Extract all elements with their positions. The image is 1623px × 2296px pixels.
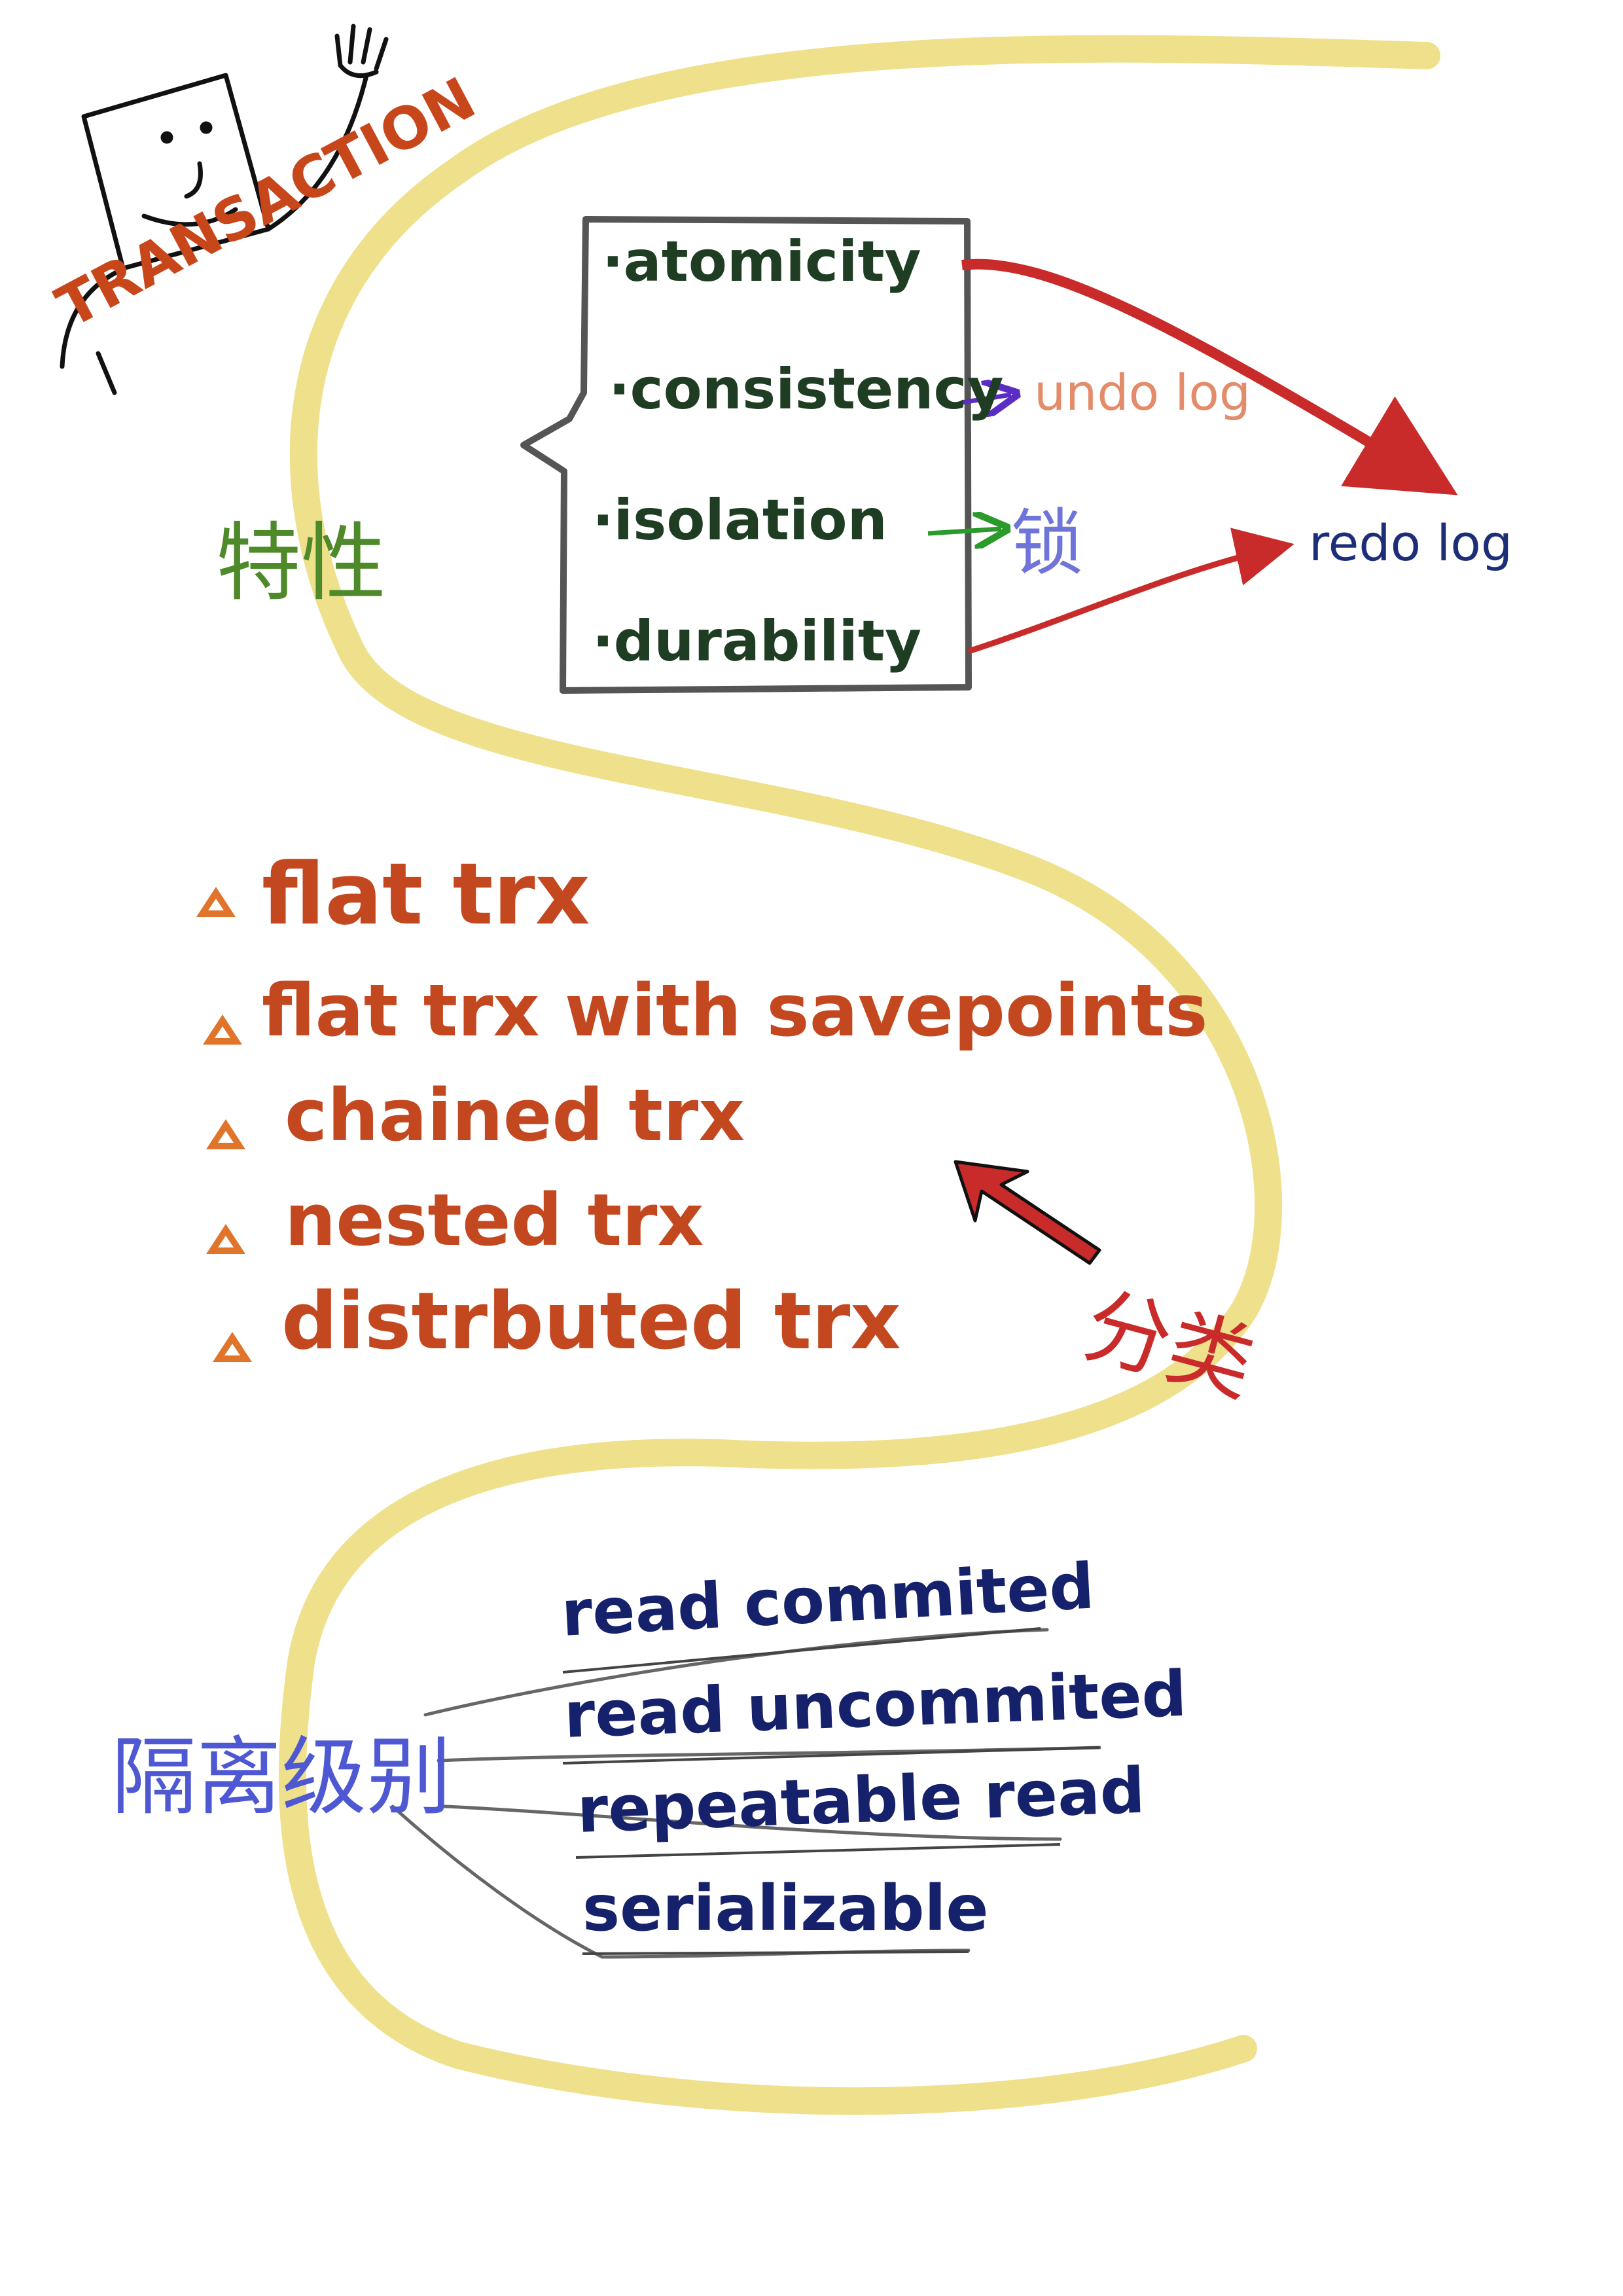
triangle-bullet-icon	[206, 1224, 245, 1254]
durability-to-redo-arrow	[967, 528, 1294, 655]
classification-item-chained: chained trx	[285, 1073, 745, 1157]
undo-log-label: undo log	[1034, 363, 1251, 422]
consistency-to-undo-arrow	[961, 395, 1011, 403]
waving-figure-icon	[60, 24, 389, 395]
yellow-s-path	[278, 35, 1440, 2115]
classification-item-savepoints: flat trx with savepoints	[262, 969, 1208, 1052]
isolation-underlines	[562, 1627, 1100, 1955]
property-isolation: ·isolation	[592, 488, 887, 553]
classification-arrow-icon	[954, 1160, 1101, 1265]
classification-item-flat: flat trx	[262, 844, 590, 944]
bullet-dot: ·	[602, 229, 624, 295]
triangle-bullet-icon	[203, 1014, 242, 1045]
lock-label: 锁	[1011, 501, 1083, 585]
redo-log-label: redo log	[1309, 514, 1513, 572]
bullet-dot: ·	[592, 609, 614, 674]
isolation-to-lock-arrow	[927, 529, 1001, 533]
triangle-bullet-icon	[206, 1119, 245, 1149]
classification-item-nested: nested trx	[285, 1178, 704, 1262]
triangle-bullet-icon	[213, 1332, 252, 1362]
bullet-dot: ·	[592, 488, 614, 553]
properties-bracket	[520, 216, 972, 694]
triangle-bullet-icon	[196, 887, 236, 917]
property-consistency: ·consistency	[609, 357, 1004, 422]
property-durability: ·durability	[592, 609, 922, 674]
isolation-item-serializable: serializable	[582, 1872, 989, 1945]
atomicity-to-redo-arrow	[961, 259, 1458, 495]
isolation-levels-label: 隔离级别	[111, 1727, 452, 1827]
properties-label: 特性	[216, 513, 387, 613]
property-atomicity: ·atomicity	[602, 229, 921, 295]
bullet-dot: ·	[609, 357, 630, 422]
classification-item-distributed: distrbuted trx	[281, 1276, 901, 1367]
